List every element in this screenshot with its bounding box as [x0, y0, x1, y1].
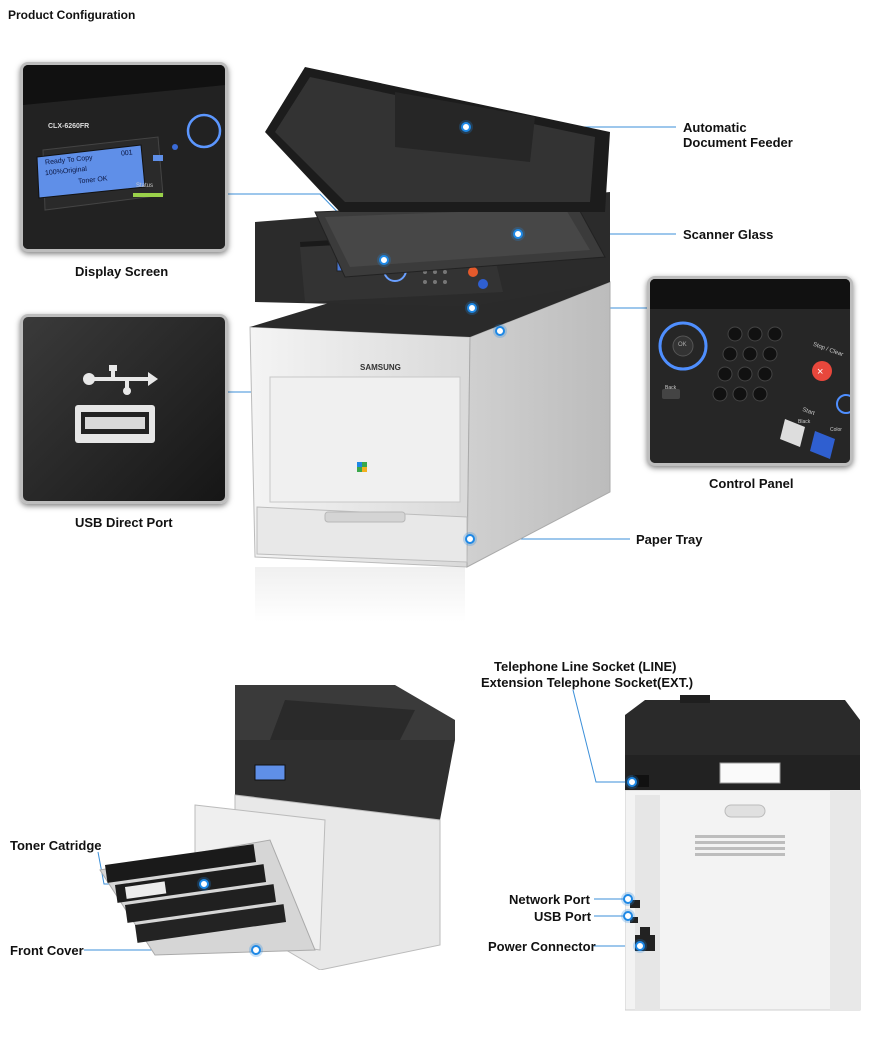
- inset-display-screen: CLX-6260FR Ready To Copy 001 100%Origina…: [20, 62, 228, 252]
- page-title: Product Configuration: [8, 8, 136, 22]
- marker-usb-direct: [495, 326, 505, 336]
- marker-adf: [461, 122, 471, 132]
- callout-extension-telephone-socket: Extension Telephone Socket(EXT.): [481, 675, 694, 690]
- marker-toner: [199, 879, 209, 889]
- color-label: Color: [830, 427, 842, 433]
- printer-rear-image: [625, 695, 861, 1011]
- callout-power-connector: Power Connector: [488, 939, 596, 954]
- callout-adf: Automatic Document Feeder: [683, 120, 793, 150]
- marker-control-panel: [467, 303, 477, 313]
- marker-scanner-glass: [513, 229, 523, 239]
- inset-usb-direct-port: [20, 314, 228, 504]
- callout-display-screen: Display Screen: [75, 264, 169, 279]
- back-label: Back: [665, 385, 677, 391]
- ok-key-label: OK: [678, 342, 687, 348]
- callout-control-panel: Control Panel: [709, 476, 794, 491]
- display-model: CLX-6260FR: [48, 123, 90, 130]
- marker-network: [623, 894, 633, 904]
- printer-open-image: [99, 685, 455, 970]
- inset-control-panel: × OK Stop / Clear Start Black Color Back: [647, 276, 853, 466]
- marker-front-cover: [251, 945, 261, 955]
- marker-telephone: [627, 777, 637, 787]
- control-panel-closeup: ×: [650, 279, 850, 463]
- marker-usb-port: [623, 911, 633, 921]
- marker-paper-tray: [465, 534, 475, 544]
- printer-brand: SAMSUNG: [360, 363, 401, 372]
- svg-text:×: ×: [817, 366, 823, 378]
- usb-closeup: [75, 365, 158, 443]
- line-telephone: [572, 689, 632, 783]
- callout-network-port: Network Port: [509, 892, 590, 907]
- callout-toner-cartridge: Toner Catridge: [10, 838, 102, 853]
- callout-paper-tray: Paper Tray: [636, 532, 703, 547]
- callout-usb-port: USB Port: [534, 909, 592, 924]
- status-label: Status: [136, 183, 154, 189]
- callout-scanner-glass: Scanner Glass: [683, 227, 774, 242]
- display-line1-value: 001: [120, 149, 134, 158]
- display-closeup: [23, 65, 225, 249]
- callout-usb-direct-port: USB Direct Port: [75, 515, 173, 530]
- callout-telephone-line-socket: Telephone Line Socket (LINE): [494, 659, 677, 674]
- marker-display: [379, 255, 389, 265]
- callout-front-cover: Front Cover: [10, 943, 84, 958]
- printer-main-image: SAMSUNG: [249, 67, 611, 622]
- marker-power: [635, 941, 645, 951]
- black-label: Black: [798, 419, 811, 425]
